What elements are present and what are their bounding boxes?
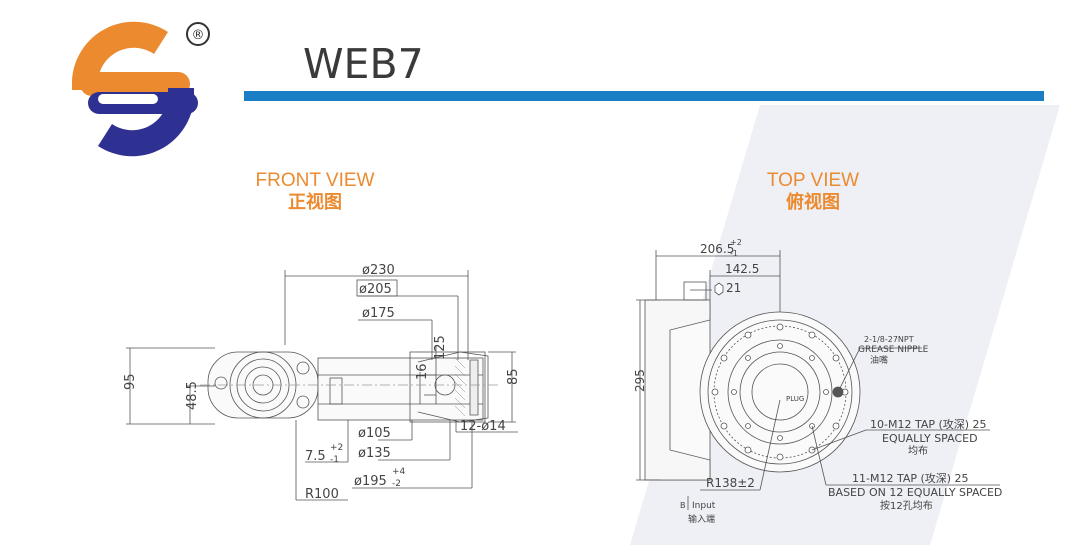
note-tap10: 10-M12 TAP (攻深) 25 bbox=[870, 417, 987, 431]
top-view-title: TOP VIEW 俯视图 bbox=[703, 170, 923, 214]
front-view-title-en: FRONT VIEW bbox=[255, 170, 375, 191]
dim-h85: 85 bbox=[506, 368, 521, 385]
dim-h125: 125 bbox=[433, 335, 448, 360]
dim-h95: 95 bbox=[123, 373, 138, 390]
note-tap11-b: BASED ON 12 EQUALLY SPACED bbox=[828, 486, 1002, 499]
dim-r100: R100 bbox=[305, 487, 339, 502]
dim-h48: 48.5 bbox=[185, 381, 200, 410]
front-view-drawing bbox=[126, 270, 518, 501]
input-label-cn: 输入端 bbox=[688, 513, 715, 525]
dim-d195-tol-up: +4 bbox=[392, 467, 406, 477]
page-title: WEB7 bbox=[303, 40, 424, 88]
note-grease-cn: 油嘴 bbox=[870, 354, 888, 366]
dim-d75: 7.5 bbox=[305, 449, 326, 464]
dim-h16: 16 bbox=[415, 363, 430, 380]
dim-r138: R138±2 bbox=[706, 476, 755, 490]
note-tap11-cn: 按12孔均布 bbox=[880, 499, 933, 512]
top-view-title-en: TOP VIEW bbox=[766, 170, 860, 191]
dim-d195-tol-dn: -2 bbox=[392, 479, 401, 489]
dim-hex21: 21 bbox=[726, 281, 741, 295]
top-view-title-cn: 俯视图 bbox=[786, 192, 840, 213]
dim-w206: 206.5 bbox=[700, 242, 734, 256]
dim-n12: 12-ø14 bbox=[460, 419, 506, 434]
dim-d195: ø195 bbox=[354, 474, 387, 489]
dim-d230: ø230 bbox=[362, 263, 395, 278]
note-tap10-b: EQUALLY SPACED bbox=[882, 432, 978, 445]
svg-text:®: ® bbox=[192, 28, 205, 43]
top-view-drawing bbox=[636, 250, 1000, 510]
front-view-title-cn: 正视图 bbox=[288, 192, 342, 213]
plug-label: PLUG bbox=[786, 395, 804, 403]
title-underline-bar bbox=[244, 91, 1044, 101]
dim-w142: 142.5 bbox=[725, 262, 759, 276]
dim-d175: ø175 bbox=[362, 306, 395, 321]
dim-d135: ø135 bbox=[358, 446, 391, 461]
note-tap10-cn: 均布 bbox=[908, 445, 928, 457]
brand-logo bbox=[72, 21, 198, 157]
dim-d205: ø205 bbox=[359, 282, 392, 297]
note-grease: GREASE NIPPLE bbox=[858, 345, 929, 355]
note-tap11: 11-M12 TAP (攻深) 25 bbox=[852, 471, 969, 485]
dim-h295: 295 bbox=[633, 369, 647, 392]
front-view-title: FRONT VIEW 正视图 bbox=[205, 170, 425, 214]
dim-w206-tol-dn: -1 bbox=[730, 249, 738, 258]
input-label: Input bbox=[692, 501, 716, 511]
input-b-label: B bbox=[680, 501, 686, 510]
dim-w206-tol-up: +2 bbox=[730, 238, 742, 247]
registered-mark-icon: ® bbox=[186, 22, 210, 46]
dim-d105: ø105 bbox=[358, 426, 391, 441]
dim-d75-tol-dn: -1 bbox=[330, 455, 339, 465]
note-npt: 2-1/8-27NPT bbox=[864, 335, 914, 344]
dim-d75-tol-up: +2 bbox=[330, 443, 343, 453]
